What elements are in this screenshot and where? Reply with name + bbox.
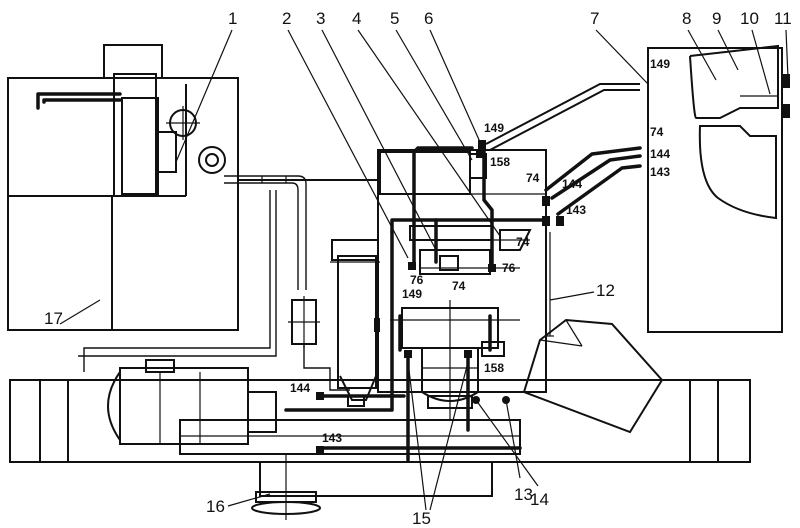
- callout-14: 14: [530, 490, 549, 509]
- pipe-code-143-bot: 143: [322, 431, 342, 445]
- callout-12: 12: [596, 281, 615, 300]
- callout-5: 5: [390, 9, 399, 28]
- machine-base: [9, 379, 751, 520]
- pipe-code-158-top: 158: [490, 155, 510, 169]
- callout-13: 13: [514, 485, 533, 504]
- pipe-code-76-a: 76: [410, 273, 424, 287]
- pipe-code-143-a: 143: [566, 203, 586, 217]
- callout-15: 15: [412, 509, 431, 528]
- pipe-code-149-top: 149: [484, 121, 504, 135]
- callout-1: 1: [228, 9, 237, 28]
- callout-17: 17: [44, 309, 63, 328]
- callout-labels: 1 2 3 4 5 6 7 8 9 10 11 12 13 14 15 16 1…: [44, 9, 792, 528]
- pipe-code-74-a: 74: [526, 171, 540, 185]
- callout-4: 4: [352, 9, 361, 28]
- pipe-code-74-mid: 74: [452, 279, 466, 293]
- callout-8: 8: [682, 9, 691, 28]
- pipe-code-143-panel: 143: [650, 165, 670, 179]
- callout-2: 2: [282, 9, 291, 28]
- callout-9: 9: [712, 9, 721, 28]
- central-column: [377, 149, 547, 420]
- leader-lines: [59, 29, 789, 511]
- hydraulic-pipes: [284, 140, 564, 462]
- left-cabinet: [7, 44, 239, 331]
- pipe-code-144-panel: 144: [650, 147, 670, 161]
- callout-7: 7: [590, 9, 599, 28]
- coolant-tray: [481, 318, 664, 434]
- callout-11: 11: [774, 9, 792, 28]
- callout-3: 3: [316, 9, 325, 28]
- callout-16: 16: [206, 497, 225, 516]
- pipe-code-76-b: 76: [502, 261, 516, 275]
- callout-10: 10: [740, 9, 759, 28]
- pipe-code-74-valve: 74: [516, 235, 530, 249]
- pipe-code-144-a: 144: [562, 177, 582, 191]
- pipe-code-labels: 149 158 74 144 143 74 76 76 74 149 158 1…: [290, 57, 670, 445]
- pipe-code-144-bot: 144: [290, 381, 310, 395]
- panel-lines: [485, 83, 642, 337]
- pipe-code-158-bot: 158: [484, 361, 504, 375]
- callout-6: 6: [424, 9, 433, 28]
- right-cabinet: [647, 44, 790, 333]
- pipe-code-149-panel: 149: [650, 57, 670, 71]
- return-hose: [78, 175, 378, 372]
- pipe-code-149-mid: 149: [402, 287, 422, 301]
- pipe-code-74-panel: 74: [650, 125, 664, 139]
- motor: [107, 359, 277, 445]
